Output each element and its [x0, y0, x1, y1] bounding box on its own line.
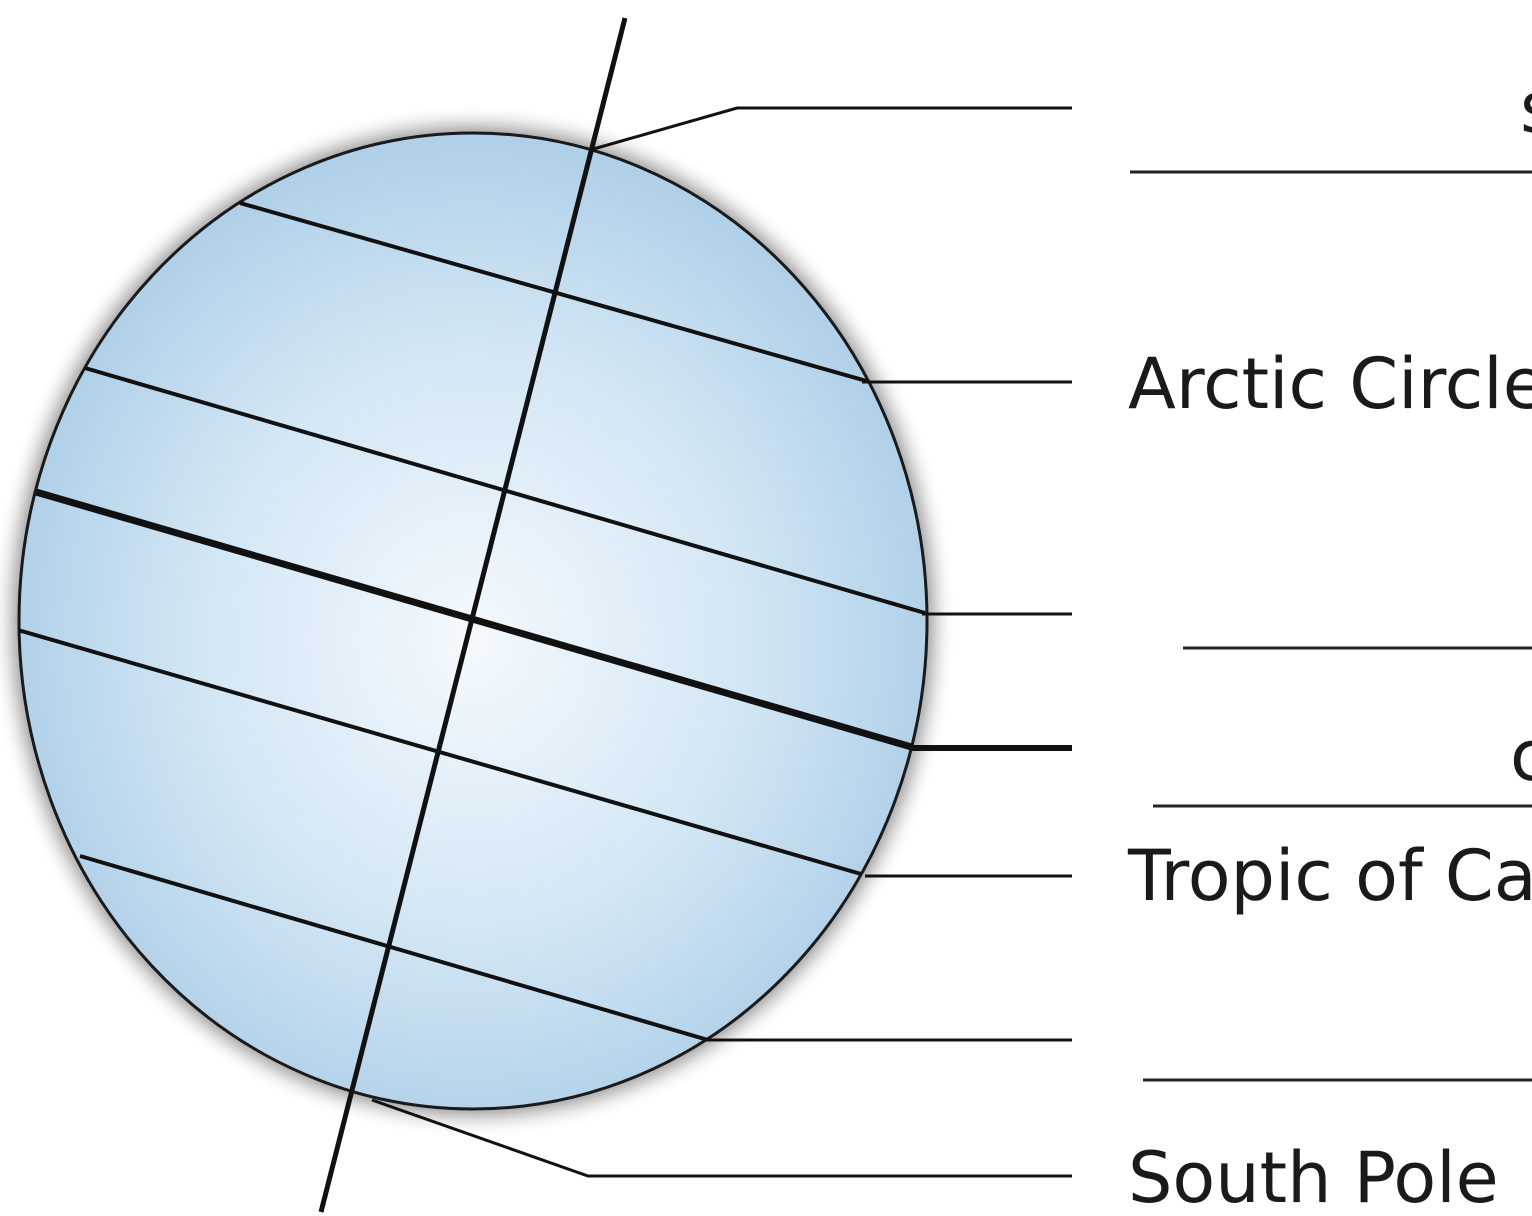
clipped-label-mid: c	[1510, 715, 1532, 797]
label-tropic-partial: Tropic of Ca	[1127, 835, 1532, 917]
north-pole-leader	[590, 108, 1072, 150]
label-arctic-circle: Arctic Circle	[1128, 343, 1532, 425]
label-south-pole: South Pole	[1128, 1137, 1499, 1216]
clipped-label-top: s	[1520, 67, 1532, 149]
